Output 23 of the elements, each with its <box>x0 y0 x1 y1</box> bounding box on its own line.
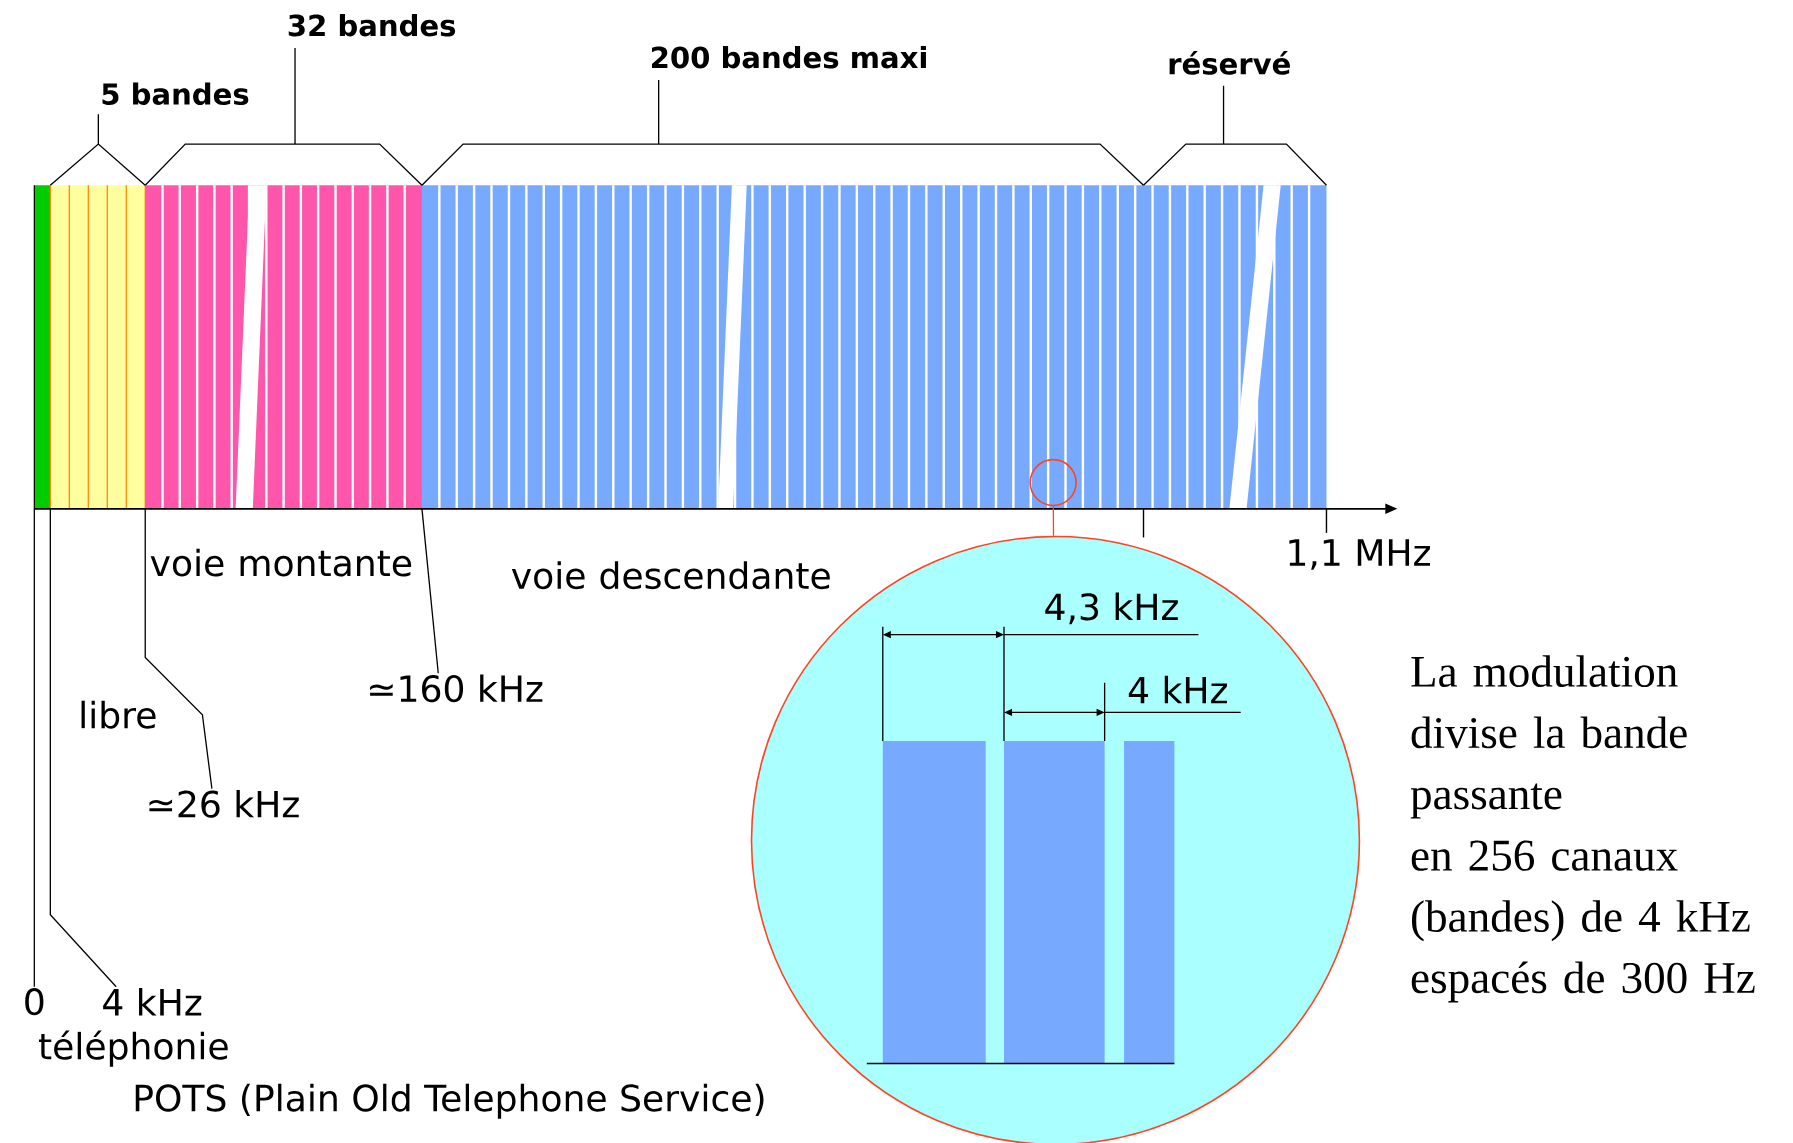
frequency-label: 1,1 MHz <box>1289 539 1430 570</box>
band-count-label: 32 bandes <box>288 13 456 37</box>
leader-line <box>421 507 439 674</box>
frequency-label: 4 kHz <box>103 987 202 1016</box>
frequency-label: ≃26 kHz <box>149 789 299 818</box>
note-text: en 256 canaux (bandes) de 4 kHz espacés de 300 Hz <box>1411 840 1755 1003</box>
dimension-label: 4 kHz <box>1128 675 1227 703</box>
connector-line <box>1052 505 1055 537</box>
leader-line <box>49 507 117 988</box>
channel-label: voie montante <box>150 548 412 577</box>
leader-line <box>144 507 213 790</box>
band-count-label: 5 bandes <box>102 82 249 105</box>
band-label: POTS (Plain Old Telephone Service) <box>135 1083 764 1119</box>
dimension-label: 4,3 kHz <box>1045 592 1178 624</box>
band-count-label: 200 bandes maxi <box>652 45 926 69</box>
band-count-label: réservé <box>1169 50 1290 75</box>
frequency-label: 0 <box>25 987 44 1016</box>
leader-line <box>33 507 35 988</box>
magnifier-circle <box>1029 458 1077 507</box>
frequency-label: ≃160 kHz <box>370 674 543 703</box>
band-label: libre <box>81 700 156 729</box>
band-label: téléphonie <box>38 1030 228 1067</box>
channel-label: voie descendante <box>511 560 830 589</box>
